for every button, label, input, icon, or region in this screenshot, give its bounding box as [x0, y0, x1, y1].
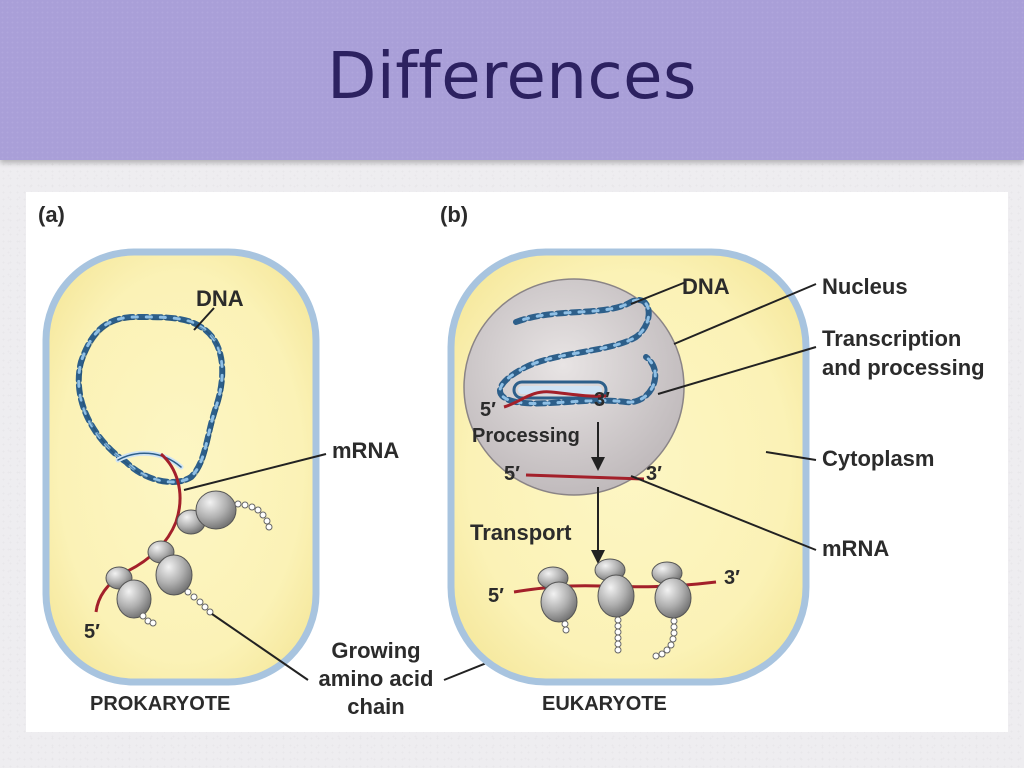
processed-mrna	[525, 473, 645, 481]
cytoplasm-label: Cytoplasm	[822, 446, 934, 471]
prokaryote-dna-leader	[193, 307, 215, 331]
eukaryote-ribosome	[537, 566, 578, 623]
eukaryote-mrna-label: mRNA	[822, 536, 889, 561]
nucleus-five-prime: 5′	[480, 399, 496, 421]
eukaryote-amino-acid-chain	[614, 616, 622, 654]
nucleus-three-prime: 3′	[594, 389, 610, 411]
eukaryote-dna-label: DNA	[682, 274, 730, 299]
growing-label-line3: chain	[347, 694, 404, 719]
cytoplasm-five-prime: 5′	[488, 585, 504, 607]
prokaryote-amino-acid-chain	[139, 612, 157, 627]
prokaryote-ribosome	[147, 540, 193, 596]
transcription-label-line2: and processing	[822, 355, 985, 380]
prokaryote-mrna-leader	[183, 453, 327, 491]
prokaryote-ribosome	[105, 566, 152, 619]
eukaryote-ribosome	[594, 558, 635, 618]
growing-chain-callout: Growing amino acid chain	[211, 613, 565, 719]
title-band	[0, 0, 1024, 160]
transcription-label-line1: Transcription	[822, 326, 961, 351]
prokaryote-amino-acid-chain	[234, 500, 273, 531]
prokaryote-mrna-label: mRNA	[332, 438, 399, 463]
eukaryote-amino-acid-chain	[561, 620, 570, 634]
nucleus-label: Nucleus	[822, 274, 908, 299]
figure-svg: (a) DNA mRNA 5′ PROKARYOTE Growing amino…	[38, 202, 985, 719]
prokaryote-five-prime: 5′	[84, 621, 100, 643]
prokaryote-panel: (a) DNA mRNA 5′ PROKARYOTE	[38, 202, 399, 715]
transcription-leader	[657, 346, 817, 395]
eukaryote-amino-acid-chain	[652, 617, 678, 660]
cytoplasm-leader	[765, 451, 817, 461]
processing-label: Processing	[472, 425, 580, 447]
prokaryote-ribosome	[176, 490, 237, 535]
eukaryote-dna-leader	[630, 281, 687, 305]
cytoplasm-three-prime: 3′	[724, 567, 740, 589]
prokaryote-dna-label: DNA	[196, 286, 244, 311]
nucleus-leader	[673, 283, 817, 345]
prokaryote-caption: PROKARYOTE	[90, 693, 230, 715]
processed-five-prime: 5′	[504, 463, 520, 485]
eukaryote-ribosome	[651, 561, 692, 619]
growing-label-line1: Growing	[331, 638, 420, 663]
nucleus-mrna	[503, 390, 607, 409]
processed-three-prime: 3′	[646, 463, 662, 485]
slide-title: Differences	[327, 40, 697, 114]
eukaryote-panel: (b) DNA Nucleus Transcription and proces…	[440, 202, 985, 715]
growing-label-line2: amino acid	[319, 666, 434, 691]
eukaryote-caption: EUKARYOTE	[542, 693, 667, 715]
panel-a-tag: (a)	[38, 202, 65, 227]
figure-panel: (a) DNA mRNA 5′ PROKARYOTE Growing amino…	[26, 192, 1008, 732]
panel-b-tag: (b)	[440, 202, 468, 227]
transport-label: Transport	[470, 520, 572, 545]
prokaryote-amino-acid-chain	[184, 588, 214, 616]
eukaryote-mrna-leader	[630, 475, 817, 551]
